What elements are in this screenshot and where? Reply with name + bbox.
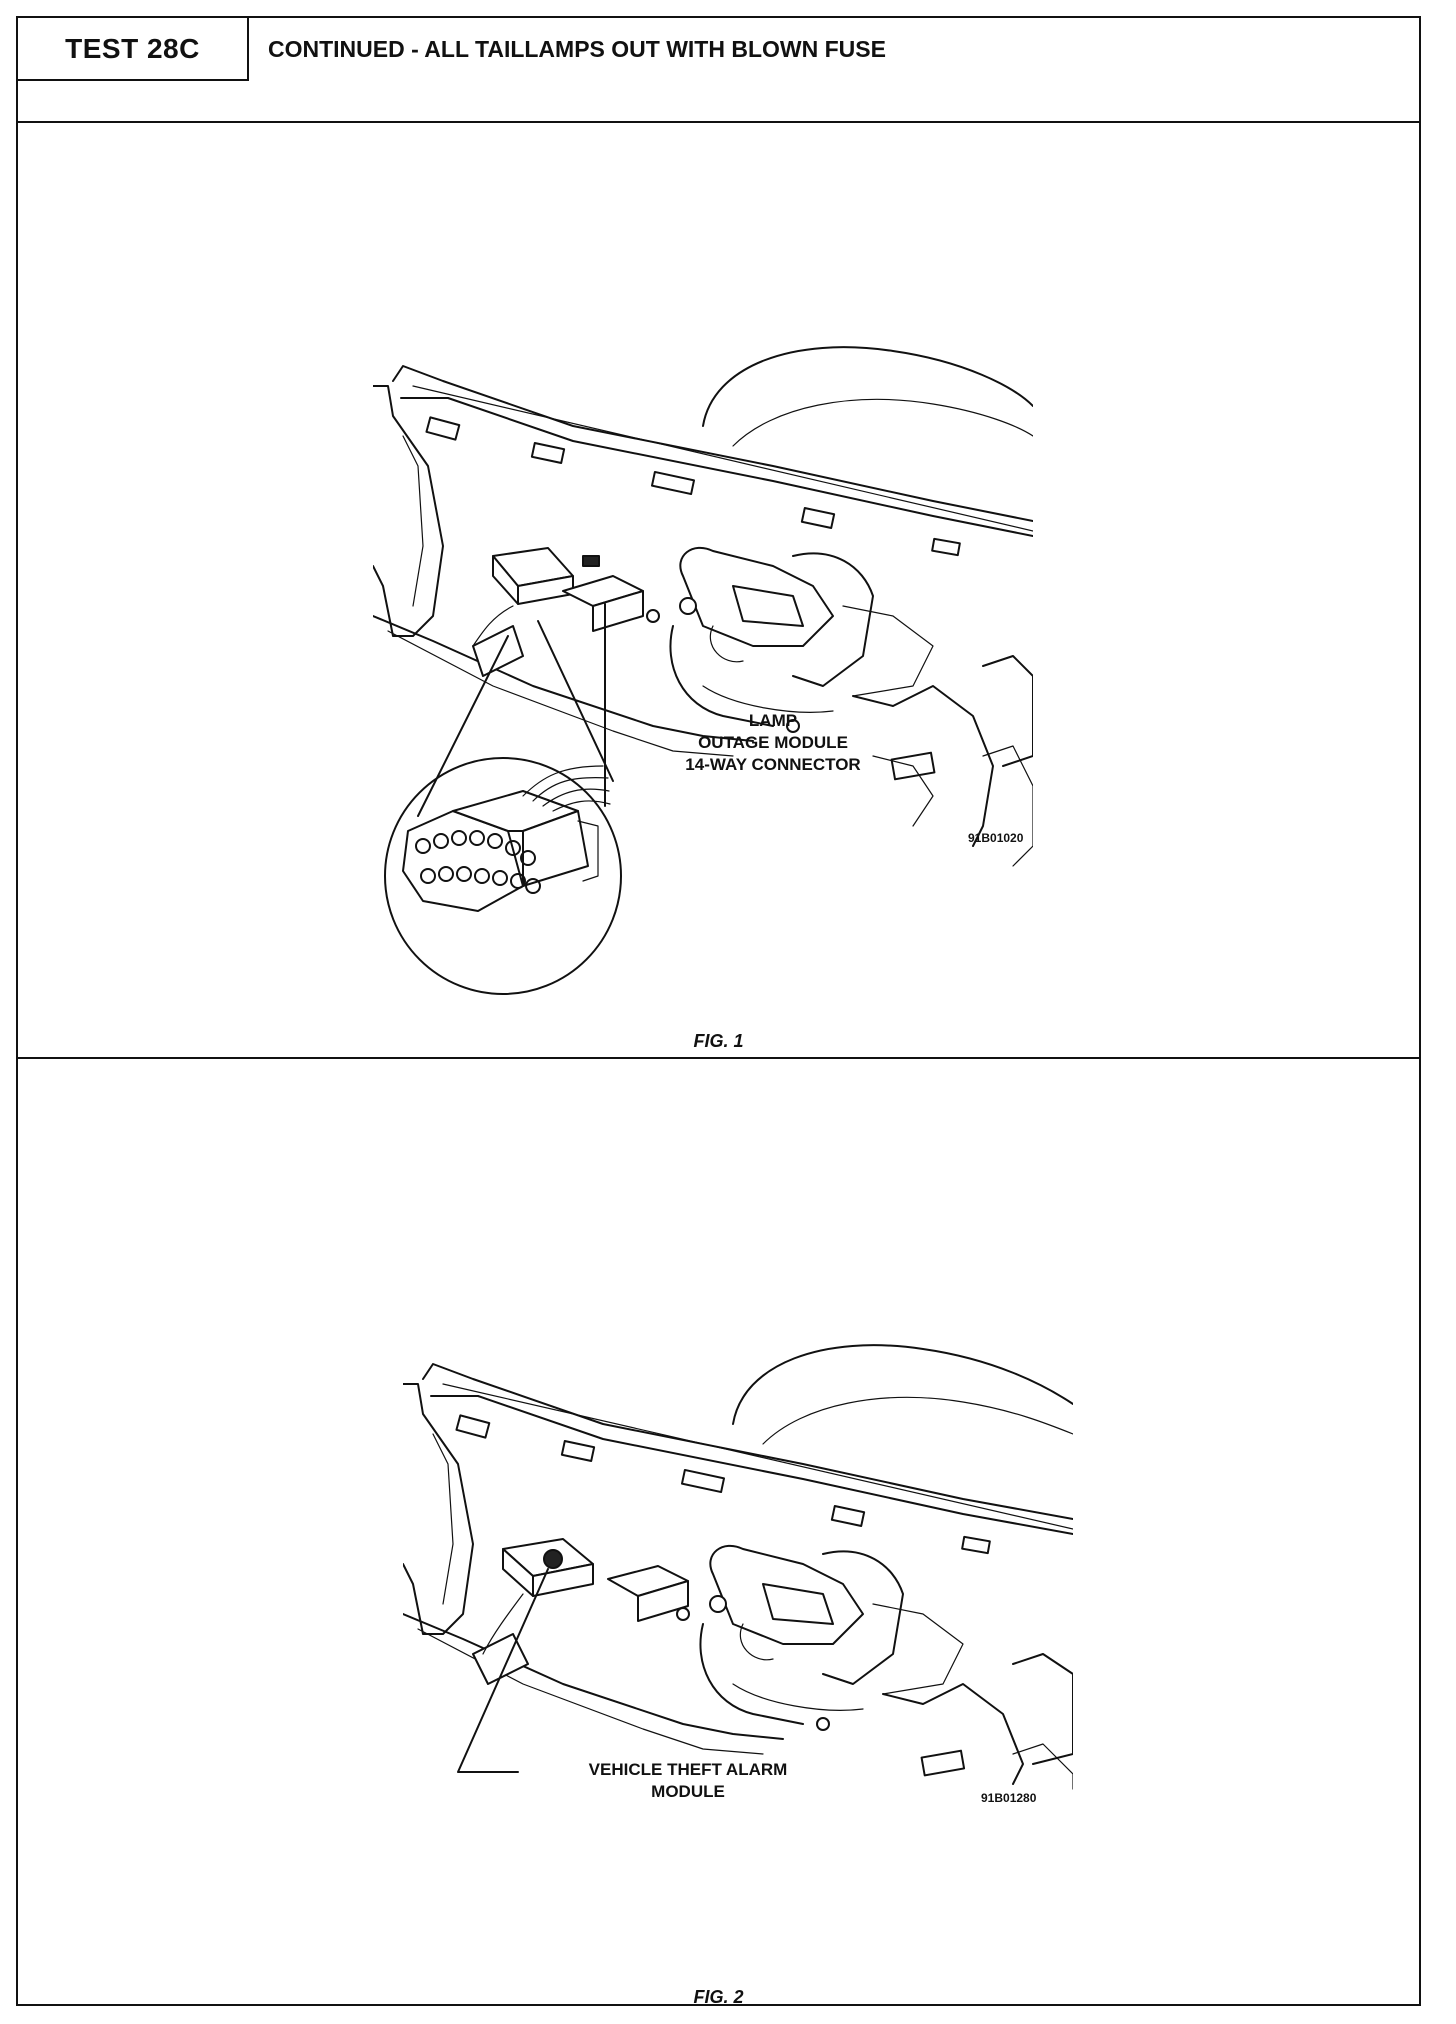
page-frame: TEST 28C CONTINUED - ALL TAILLAMPS OUT W… — [16, 16, 1421, 2007]
figure-2-label: VEHICLE THEFT ALARM MODULE — [558, 1759, 818, 1803]
figure-1-id: 91B01020 — [968, 831, 1024, 845]
figure-1-label: LAMP OUTAGE MODULE 14-WAY CONNECTOR — [648, 710, 898, 776]
figure-2-id: 91B01280 — [981, 1791, 1037, 1805]
test-title: CONTINUED - ALL TAILLAMPS OUT WITH BLOWN… — [268, 36, 886, 62]
label-line: VEHICLE THEFT ALARM — [588, 1760, 788, 1779]
figure-2-caption: FIG. 2 — [693, 1987, 744, 2007]
test-id: TEST 28C — [65, 32, 200, 64]
figure-1-panel: LAMP OUTAGE MODULE 14-WAY CONNECTOR 91B0… — [18, 121, 1419, 1059]
label-line: 14-WAY CONNECTOR — [685, 755, 861, 774]
figure-1-caption: FIG. 1 — [693, 1031, 744, 1051]
figure-2-illustration — [403, 1344, 1073, 1790]
test-id-box: TEST 28C — [18, 18, 249, 81]
figure-1-illustration — [373, 346, 1033, 995]
test-header: TEST 28C CONTINUED - ALL TAILLAMPS OUT W… — [18, 18, 1419, 123]
label-line: OUTAGE MODULE — [698, 733, 848, 752]
figure-2-panel: VEHICLE THEFT ALARM MODULE 91B01280 FIG.… — [18, 1059, 1419, 2007]
label-line: MODULE — [651, 1782, 725, 1801]
label-line: LAMP — [748, 711, 798, 730]
